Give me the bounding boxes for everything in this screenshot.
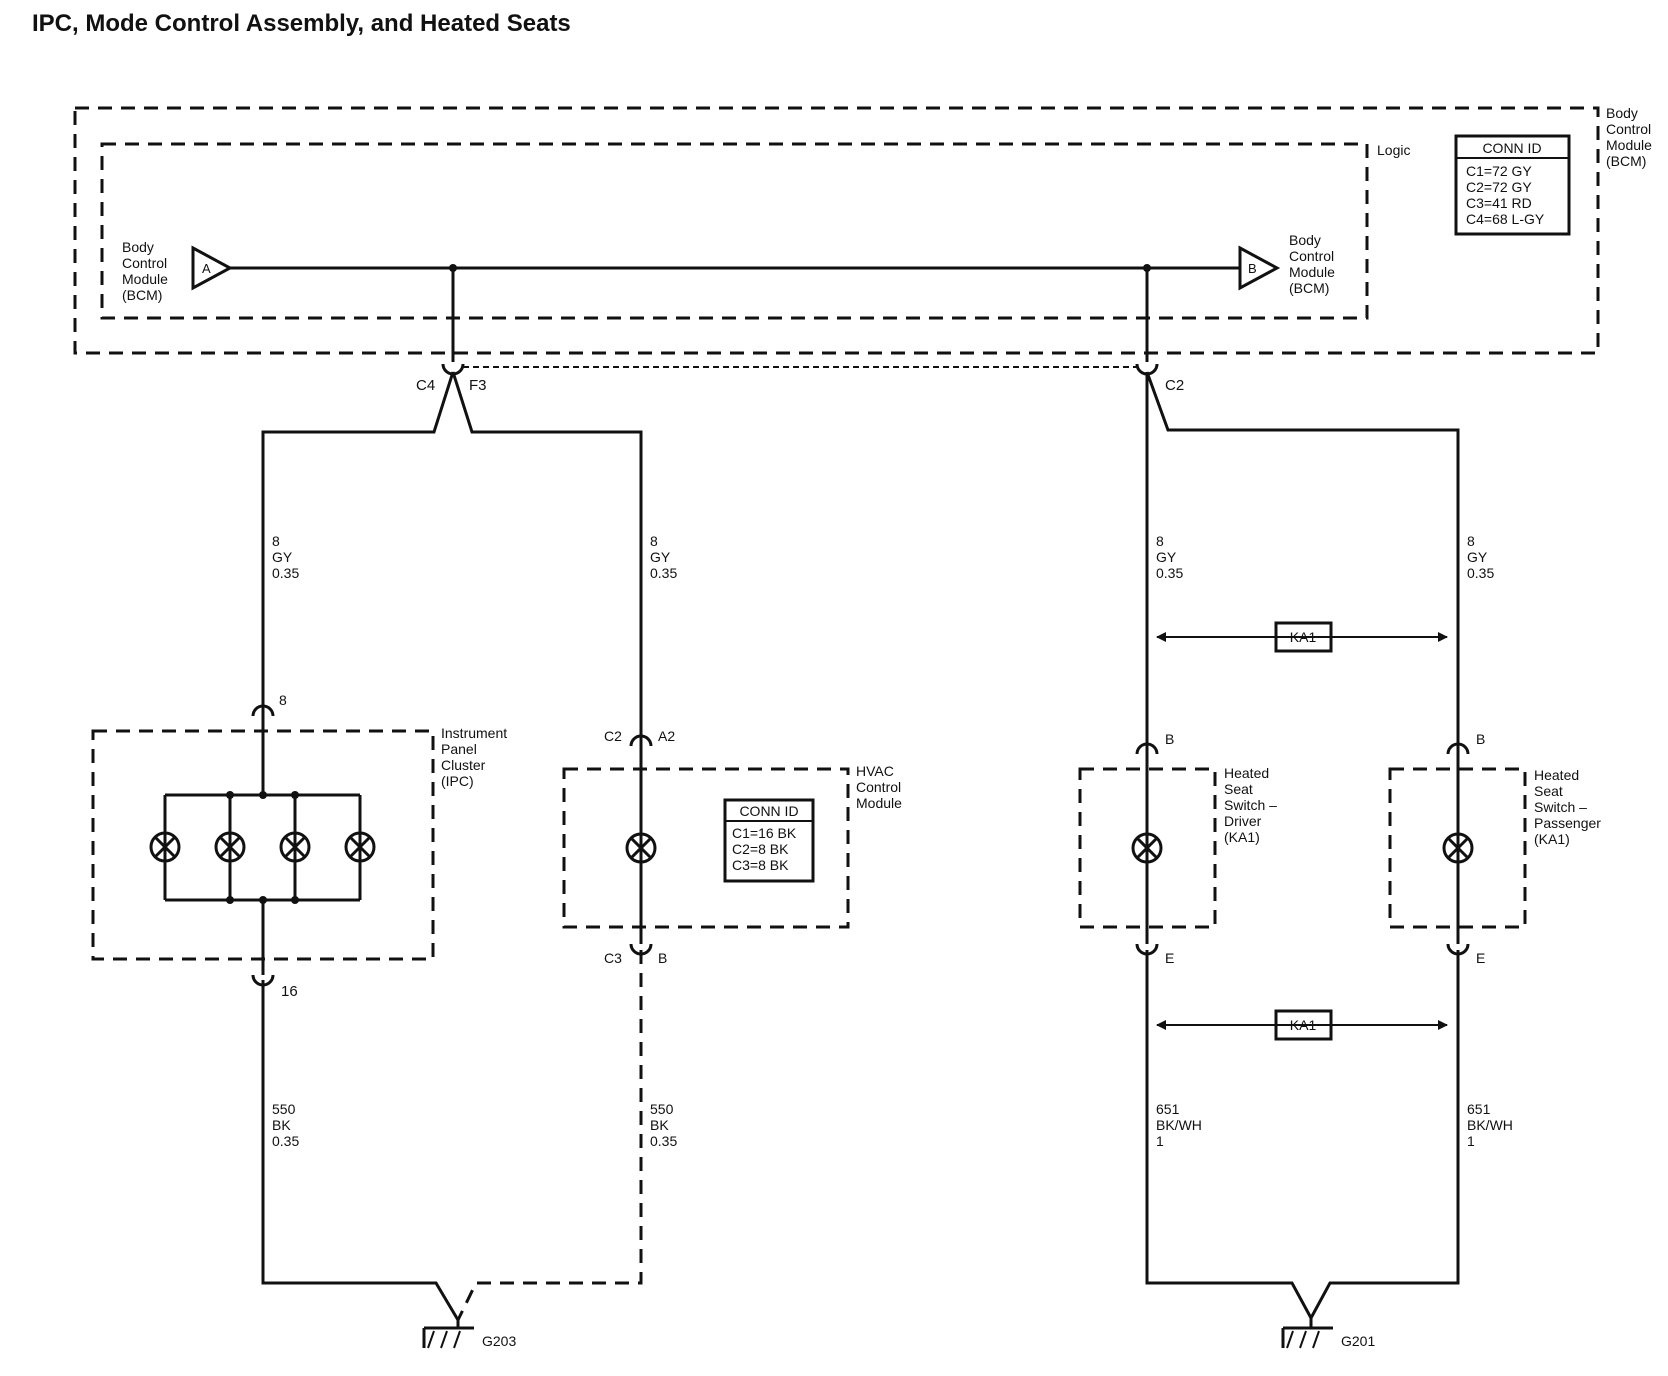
hvac-conn-id-row: C3=8 BK — [732, 857, 789, 873]
hvac-pin-bottom-conn: C3 — [604, 950, 622, 966]
wire-label-ipc-top: 8 GY 0.35 — [272, 533, 299, 581]
wire-label-hvac-bottom: 550 BK 0.35 — [650, 1101, 677, 1149]
ipc-pin-bottom-label: 16 — [281, 983, 298, 1000]
bcm-conn-id-table: CONN ID C1=72 GY C2=72 GY C3=41 RD C4=68… — [1454, 134, 1571, 236]
ka1-top-box — [1274, 621, 1333, 653]
bcm-input-label: Body Control Module (BCM) — [122, 239, 172, 303]
hvac-label: HVAC Control Module — [856, 763, 905, 811]
connector-c2-label: C2 — [1165, 377, 1184, 394]
wire-label-passenger-bottom: 651 BK/WH 1 — [1467, 1101, 1517, 1149]
bcm-output-label: Body Control Module (BCM) — [1289, 232, 1339, 296]
ground-icon — [1281, 1318, 1333, 1349]
bulb-icon — [279, 831, 311, 863]
wire-label-passenger-top: 8 GY 0.35 — [1467, 533, 1494, 581]
bcm-label: Body Control Module (BCM) — [1606, 105, 1656, 169]
ipc-label: Instrument Panel Cluster (IPC) — [441, 725, 511, 789]
wire-hvac-ground — [456, 950, 643, 1321]
hvac-pin-bottom-label: B — [658, 950, 667, 966]
bulb-icon — [344, 831, 376, 863]
wire-passenger-top — [1145, 371, 1460, 746]
wire-label-driver-top: 8 GY 0.35 — [1156, 533, 1183, 581]
passenger-switch-outline — [1388, 767, 1527, 929]
connector-c4-label: C4 — [416, 377, 435, 394]
bulb-icon — [149, 831, 181, 863]
hvac-pin-top-symbol — [629, 734, 653, 747]
bulb-icon — [214, 831, 246, 863]
bcm-flag-a-label: A — [202, 261, 211, 276]
ipc-pin-top-label: 8 — [279, 692, 287, 708]
bcm-outline — [73, 106, 1600, 355]
page-title: IPC, Mode Control Assembly, and Heated S… — [32, 10, 571, 37]
wire-label-driver-bottom: 651 BK/WH 1 — [1156, 1101, 1206, 1149]
driver-pin-top-label: B — [1165, 731, 1174, 747]
bcm-conn-id-header: CONN ID — [1482, 140, 1541, 156]
splice-dot — [291, 791, 299, 799]
bcm-conn-id-row: C4=68 L-GY — [1466, 211, 1545, 227]
bcm-output-flag-b — [1238, 245, 1281, 291]
driver-pin-bottom-label: E — [1165, 950, 1174, 966]
driver-pin-top-symbol — [1135, 742, 1159, 755]
hvac-pin-top-label: A2 — [658, 728, 675, 744]
bcm-flag-b-label: B — [1248, 261, 1257, 276]
bcm-conn-id-row: C3=41 RD — [1466, 195, 1532, 211]
ground-g201-label: G201 — [1341, 1333, 1375, 1349]
hvac-conn-id-row: C1=16 BK — [732, 825, 797, 841]
wire-passenger-ground — [1309, 950, 1460, 1319]
splice-dot — [226, 896, 234, 904]
bulb-icon — [1442, 832, 1474, 864]
hvac-outline — [562, 767, 850, 929]
passenger-switch-label: Heated Seat Switch – Passenger (KA1) — [1534, 767, 1605, 847]
ka1-top-label: KA1 — [1290, 629, 1317, 645]
connector-f3-label: F3 — [469, 377, 487, 394]
ka1-bottom-label: KA1 — [1290, 1017, 1317, 1033]
bcm-logic-outline — [100, 142, 1369, 320]
passenger-pin-top-label: B — [1476, 731, 1485, 747]
wire-label-ipc-bottom: 550 BK 0.35 — [272, 1101, 299, 1149]
splice-dot — [291, 896, 299, 904]
ground-g203-label: G203 — [482, 1333, 516, 1349]
driver-switch-outline — [1078, 767, 1217, 929]
bcm-conn-id-row: C1=72 GY — [1466, 163, 1532, 179]
passenger-pin-top-symbol — [1446, 742, 1470, 755]
driver-switch-label: Heated Seat Switch – Driver (KA1) — [1224, 765, 1281, 845]
bulb-icon — [625, 832, 657, 864]
wire-hvac-top — [451, 371, 643, 746]
ipc-pin-top-symbol — [251, 704, 275, 717]
wire-label-hvac-top: 8 GY 0.35 — [650, 533, 677, 581]
passenger-pin-bottom-label: E — [1476, 950, 1485, 966]
hvac-pin-top-conn: C2 — [604, 728, 622, 744]
splice-dot — [259, 896, 267, 904]
ipc-lamp-array — [163, 795, 362, 900]
splice-dot — [259, 791, 267, 799]
wire-ipc-ground — [261, 980, 460, 1321]
bcm-logic-label: Logic — [1377, 142, 1410, 158]
hvac-conn-id-header: CONN ID — [739, 803, 798, 819]
ka1-bottom-box — [1274, 1009, 1333, 1041]
ground-icon — [422, 1320, 474, 1349]
wire-ipc-top — [261, 371, 455, 730]
bcm-input-flag-a — [191, 245, 234, 291]
bcm-conn-id-row: C2=72 GY — [1466, 179, 1532, 195]
wire-driver-ground — [1145, 950, 1313, 1319]
hvac-conn-id-row: C2=8 BK — [732, 841, 789, 857]
bulb-icon — [1131, 832, 1163, 864]
hvac-conn-id-table: CONN ID C1=16 BK C2=8 BK C3=8 BK — [723, 798, 815, 883]
splice-dot — [226, 791, 234, 799]
